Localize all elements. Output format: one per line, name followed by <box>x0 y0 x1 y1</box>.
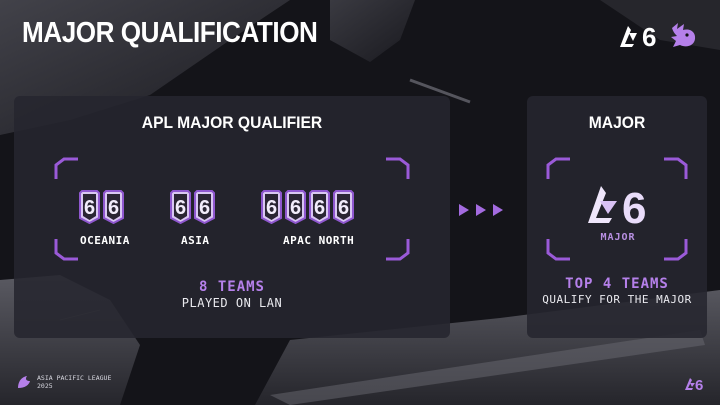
region-label-apac-north: APAC NORTH <box>283 234 355 247</box>
six-badge-icon: 6 <box>170 190 191 224</box>
footer-brand: ASIA PACIFIC LEAGUE 2025 <box>16 374 111 390</box>
six-badge-icon: 6 <box>285 190 306 224</box>
badge-glyph: 6 <box>175 197 186 219</box>
progress-arrows <box>459 204 503 216</box>
play-arrow-icon <box>493 204 503 216</box>
qualifier-team-count: 8 TEAMS <box>198 279 265 295</box>
six-badge-icon: 6 <box>333 190 354 224</box>
major-summary: TOP 4 TEAMS QUALIFY FOR THE MAJOR <box>527 276 707 306</box>
six-badge-icon: 6 <box>309 190 330 224</box>
major-panel <box>527 96 707 338</box>
footer-league-name: ASIA PACIFIC LEAGUE <box>37 374 112 382</box>
major-frame <box>546 157 688 261</box>
badge-glyph: 6 <box>290 197 301 219</box>
major-team-count: TOP 4 TEAMS <box>565 276 669 292</box>
six-badge-icon: 6 <box>261 190 282 224</box>
major-logo-icon: 6 <box>588 184 646 227</box>
page-title: MAJOR QUALIFICATION <box>22 17 318 49</box>
qualifier-summary: 8 TEAMS PLAYED ON LAN <box>14 279 450 310</box>
play-arrow-icon <box>459 204 469 216</box>
header-logo: 6 <box>618 20 698 50</box>
badge-glyph: 6 <box>338 197 349 219</box>
svg-text:6: 6 <box>622 184 646 227</box>
region-label-asia: ASIA <box>181 234 210 247</box>
apl-logo-icon <box>18 376 30 388</box>
six-badge-icon: 6 <box>103 190 124 224</box>
qualifier-summary-sub: PLAYED ON LAN <box>181 296 283 310</box>
badge-glyph: 6 <box>199 197 210 219</box>
six-badge-icon: 6 <box>79 190 100 224</box>
badge-glyph: 6 <box>314 197 325 219</box>
footer-year: 2025 <box>37 382 53 390</box>
svg-text:6: 6 <box>695 377 703 391</box>
play-arrow-icon <box>476 204 486 216</box>
major-logo-label: MAJOR <box>600 232 636 243</box>
badge-glyph: 6 <box>266 197 277 219</box>
qualifier-frame <box>54 157 410 261</box>
badge-glyph: 6 <box>108 197 119 219</box>
region-label-oceania: OCEANIA <box>80 234 130 247</box>
blast-logo-icon: 6 <box>685 377 703 391</box>
blast-logo-icon: 6 <box>620 22 656 50</box>
dragon-icon <box>671 23 696 47</box>
major-summary-sub: QUALIFY FOR THE MAJOR <box>542 293 692 306</box>
major-title: MAJOR <box>588 113 646 132</box>
six-badge-icon: 6 <box>194 190 215 224</box>
badge-glyph: 6 <box>84 197 95 219</box>
qualifier-title: APL MAJOR QUALIFIER <box>141 113 323 132</box>
svg-text:6: 6 <box>642 22 656 50</box>
